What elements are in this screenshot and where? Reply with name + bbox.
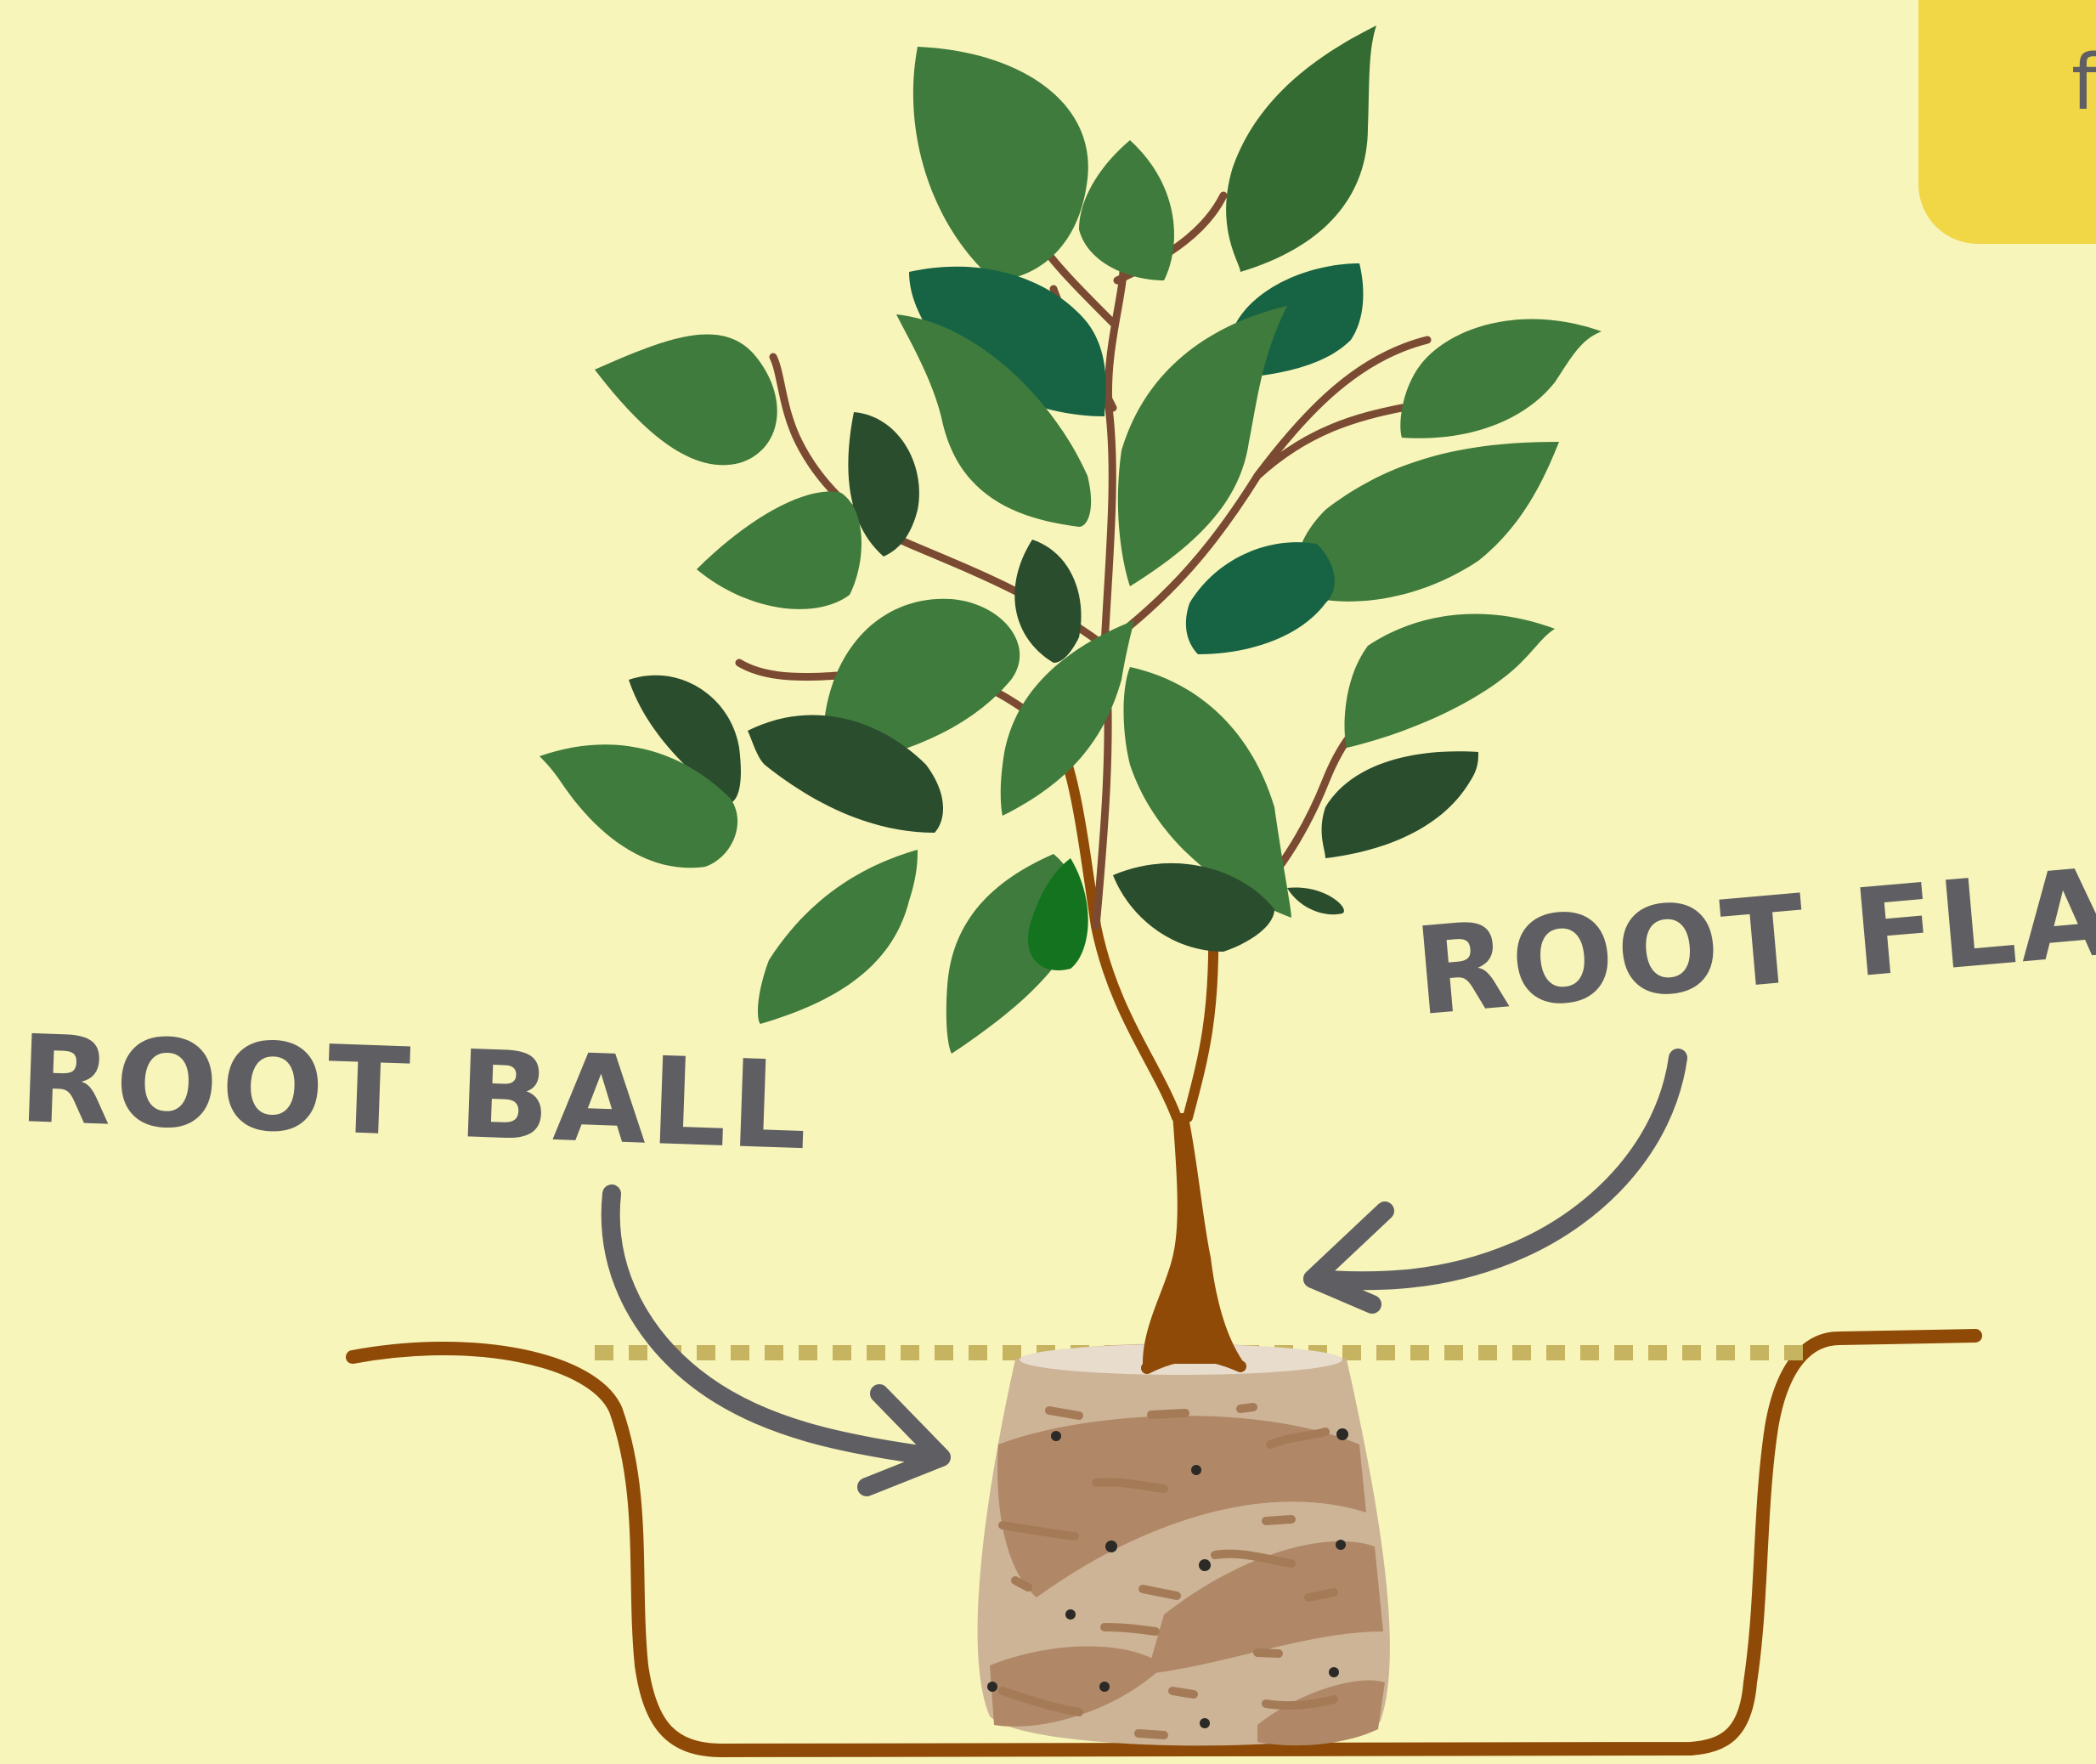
leaf [913, 47, 1088, 280]
leaf [1295, 442, 1559, 602]
leaf [1014, 540, 1081, 663]
leaf [1400, 319, 1602, 438]
leaf [1287, 887, 1344, 914]
trunk [1143, 1113, 1245, 1364]
arrow-icon [611, 1194, 941, 1487]
leaf [1345, 614, 1555, 748]
root-ball-label: ROOT BALL [17, 1020, 813, 1168]
leaves [540, 25, 1602, 1054]
leaf [1226, 25, 1376, 272]
leaf [1079, 140, 1174, 280]
leaf [1186, 542, 1335, 654]
leaf [595, 335, 777, 466]
leaf [697, 491, 862, 608]
arrow-icon [1313, 1058, 1678, 1304]
leaf [1322, 751, 1478, 858]
leaf [758, 850, 918, 1024]
root-ball [978, 1343, 1390, 1745]
leaf [1118, 306, 1287, 586]
